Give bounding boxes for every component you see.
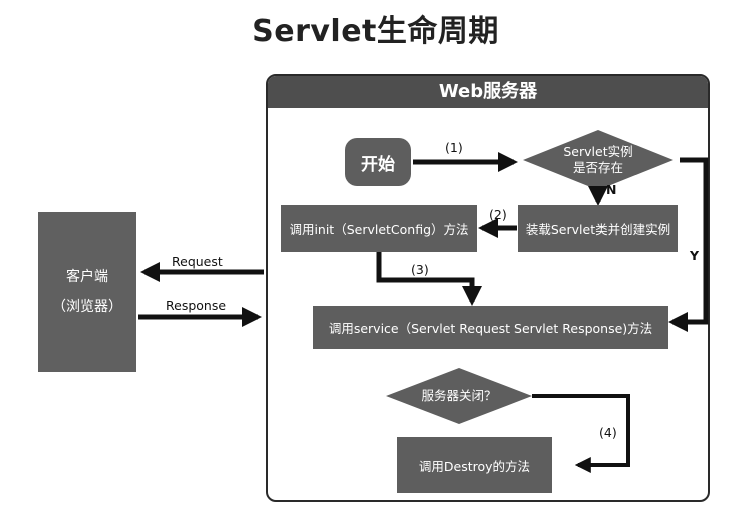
load-class-box: 装载Servlet类并创建实例: [518, 205, 678, 252]
decision-server-closed-label: 服务器关闭？: [421, 388, 497, 403]
edge-label-yes: Y: [690, 248, 700, 263]
decision-server-closed: [386, 368, 532, 424]
decision-line1: Servlet实例: [563, 144, 633, 159]
edge-label-step2: (2): [489, 207, 507, 222]
service-box: 调用service（Servlet Request Servlet Respon…: [313, 306, 668, 349]
edge-label-step4: (4): [599, 425, 617, 440]
arrow-closed-to-destroy: [532, 394, 630, 473]
decision-servlet-exists: [523, 130, 673, 190]
client-browser-box: 客户端 （浏览器）: [38, 212, 136, 372]
client-sublabel: （浏览器）: [52, 299, 122, 315]
decision-servlet-exists-label: Servlet实例 是否存在: [548, 142, 648, 178]
edge-label-no: N: [606, 182, 617, 197]
client-label: 客户端: [66, 269, 108, 285]
edge-label-step3: (3): [411, 262, 429, 277]
edge-label-request: Request: [172, 254, 223, 269]
edge-label-response: Response: [166, 298, 227, 313]
diagram-title: Servlet生命周期: [252, 14, 499, 49]
init-box: 调用init（ServletConfig）方法: [281, 205, 477, 252]
arrow-init-to-service: [376, 250, 482, 306]
destroy-box: 调用Destroy的方法: [397, 437, 552, 493]
web-server-header: Web服务器: [268, 76, 708, 108]
edge-label-step1: (1): [445, 140, 463, 155]
start-node: 开始: [345, 138, 411, 186]
arrow-decision-yes-to-service: [668, 157, 709, 332]
decision-line2: 是否存在: [572, 160, 623, 175]
